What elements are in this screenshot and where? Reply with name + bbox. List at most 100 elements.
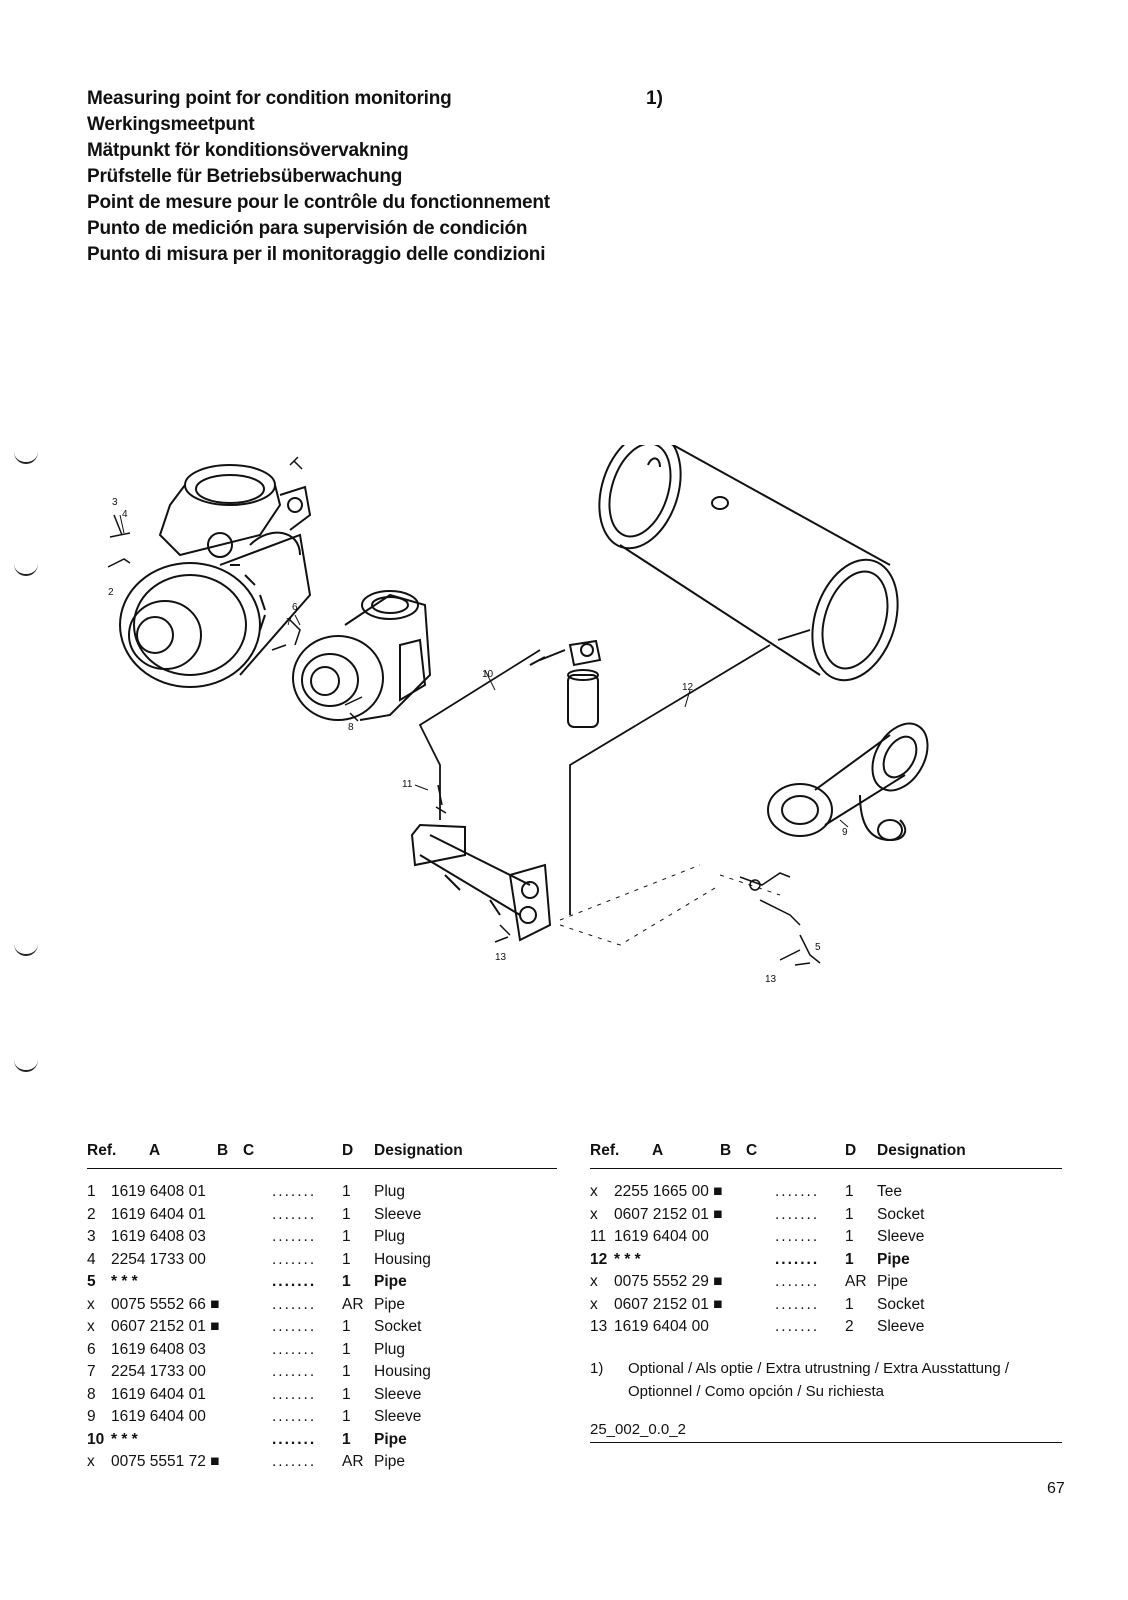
header-ref: Ref. <box>87 1142 117 1159</box>
row-quantity: 1 <box>342 1228 351 1245</box>
row-designation: Socket <box>877 1295 925 1313</box>
binding-hole-mark <box>14 940 38 956</box>
title-it: Punto di misura per il monitoraggio dell… <box>87 244 546 265</box>
footnote-line-1: Optional / Als optie / Extra utrustning … <box>628 1359 1010 1377</box>
header-rule <box>87 1168 557 1169</box>
callout-12: 12 <box>682 682 694 693</box>
row-part-number: * * * <box>111 1430 138 1448</box>
compressor-element-small <box>292 590 432 721</box>
row-designation: Pipe <box>877 1250 910 1268</box>
row-ref: x <box>590 1183 598 1200</box>
row-quantity: 1 <box>342 1430 351 1448</box>
title-sv: Mätpunkt för konditionsövervakning <box>87 140 409 161</box>
title-fr: Point de mesure pour le contrôle du fonc… <box>87 192 550 213</box>
row-quantity: 1 <box>845 1183 854 1200</box>
row-ref: 12 <box>590 1250 608 1268</box>
row-part-number: 1619 6404 00 <box>111 1408 206 1425</box>
row-part-number: 0075 5552 66 ■ <box>111 1295 220 1313</box>
row-designation: Housing <box>374 1250 431 1268</box>
row-designation: Plug <box>374 1340 406 1358</box>
row-part-number: 1619 6404 01 <box>111 1205 206 1223</box>
header-ref: Ref. <box>590 1142 620 1159</box>
oil-cooler <box>410 823 552 942</box>
row-quantity: 1 <box>845 1228 854 1245</box>
row-ref: x <box>590 1295 598 1313</box>
header-designation: Designation <box>877 1142 966 1159</box>
document-code: 25_002_0.0_2 <box>590 1420 686 1438</box>
header-d: D <box>342 1142 354 1159</box>
row-leader-dots: ....... <box>775 1273 820 1290</box>
row-designation: Sleeve <box>877 1228 925 1245</box>
row-quantity: 1 <box>342 1273 351 1290</box>
row-leader-dots: ....... <box>272 1318 317 1335</box>
row-quantity: AR <box>845 1273 867 1290</box>
row-quantity: 1 <box>342 1385 351 1403</box>
header-b: B <box>720 1142 732 1159</box>
callout-3: 3 <box>112 497 118 508</box>
binding-hole-mark <box>14 1056 38 1072</box>
header-d: D <box>845 1142 857 1159</box>
row-designation: Pipe <box>374 1430 407 1448</box>
row-ref: 9 <box>87 1408 96 1425</box>
callout-7: 7 <box>286 617 292 628</box>
row-part-number: 2255 1665 00 ■ <box>614 1183 723 1200</box>
row-ref: x <box>87 1318 95 1335</box>
row-ref: 11 <box>590 1228 607 1245</box>
row-leader-dots: ....... <box>272 1183 317 1200</box>
row-ref: 10 <box>87 1430 105 1448</box>
row-designation: Housing <box>374 1363 431 1380</box>
row-leader-dots: ....... <box>775 1318 820 1335</box>
header-b: B <box>217 1142 229 1159</box>
row-part-number: 1619 6408 01 <box>111 1183 206 1200</box>
header-c: C <box>243 1142 255 1159</box>
row-leader-dots: ....... <box>272 1453 317 1470</box>
row-quantity: 1 <box>342 1250 351 1268</box>
callout-5: 5 <box>815 942 821 953</box>
row-part-number: 0607 2152 01 ■ <box>111 1318 220 1335</box>
row-part-number: 2254 1733 00 <box>111 1363 206 1380</box>
callout-6: 6 <box>292 602 298 613</box>
row-leader-dots: ....... <box>775 1295 820 1313</box>
row-leader-dots: ....... <box>272 1273 317 1290</box>
row-quantity: AR <box>342 1295 364 1313</box>
compressor-element-large <box>119 464 312 688</box>
header-rule <box>590 1168 1062 1169</box>
row-ref: 5 <box>87 1273 96 1290</box>
row-ref: 7 <box>87 1363 96 1380</box>
title-en: Measuring point for condition monitoring <box>87 88 452 109</box>
row-leader-dots: ....... <box>775 1183 820 1200</box>
row-leader-dots: ....... <box>272 1228 317 1245</box>
footnote-marker: 1) <box>590 1359 604 1377</box>
row-quantity: 1 <box>342 1205 351 1223</box>
row-ref: 4 <box>87 1250 96 1268</box>
row-leader-dots: ....... <box>272 1250 317 1268</box>
row-quantity: 1 <box>342 1340 351 1358</box>
row-quantity: 1 <box>845 1295 854 1313</box>
row-designation: Plug <box>374 1183 406 1200</box>
row-quantity: 1 <box>845 1205 854 1223</box>
row-leader-dots: ....... <box>272 1363 317 1380</box>
row-part-number: 2254 1733 00 <box>111 1250 206 1268</box>
row-leader-dots: ....... <box>775 1250 820 1268</box>
row-ref: 1 <box>87 1183 96 1200</box>
callout-13b: 13 <box>765 974 777 985</box>
row-designation: Sleeve <box>374 1408 422 1425</box>
title-es: Punto de medición para supervisión de co… <box>87 218 528 239</box>
title-block: Measuring point for condition monitoring… <box>87 86 550 268</box>
row-designation: Sleeve <box>877 1318 925 1335</box>
row-ref: x <box>590 1205 598 1223</box>
row-leader-dots: ....... <box>272 1408 317 1425</box>
footnote-line-2: Optionnel / Como opción / Su richiesta <box>628 1382 884 1400</box>
